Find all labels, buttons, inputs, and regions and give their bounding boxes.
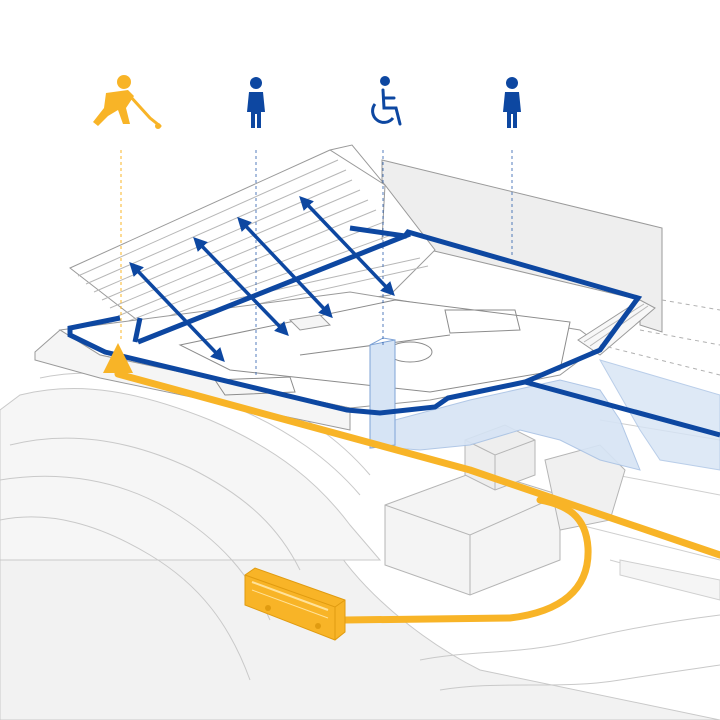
terrain-layer <box>0 388 382 561</box>
route-outer-extension <box>524 379 720 438</box>
yellow-arrowhead <box>103 343 133 373</box>
wheelchair-icon <box>371 76 402 126</box>
penalty-box <box>444 309 521 334</box>
route-bus-path <box>341 496 592 624</box>
person-icon <box>503 77 521 128</box>
blue-route <box>67 195 720 438</box>
dashed-guides <box>599 299 720 376</box>
terrain-layer <box>419 614 720 661</box>
concourse-fill <box>598 359 720 471</box>
access-arrow <box>129 261 225 363</box>
person-icon <box>247 77 265 128</box>
terrain-layer <box>439 664 720 691</box>
field-platform-side <box>34 329 351 431</box>
terrain-layer <box>9 437 301 571</box>
hockey-player-icon <box>93 75 162 129</box>
access-arrow <box>299 195 395 297</box>
penalty-box <box>214 376 296 396</box>
bus-icon <box>244 567 346 641</box>
tower <box>369 339 396 449</box>
building-block <box>464 439 536 490</box>
concourse-fill <box>394 379 641 471</box>
access-arrow <box>237 216 333 319</box>
terrain-layer <box>0 516 251 681</box>
stand-access-arrows <box>129 195 395 363</box>
route-outer-loop <box>67 225 643 416</box>
